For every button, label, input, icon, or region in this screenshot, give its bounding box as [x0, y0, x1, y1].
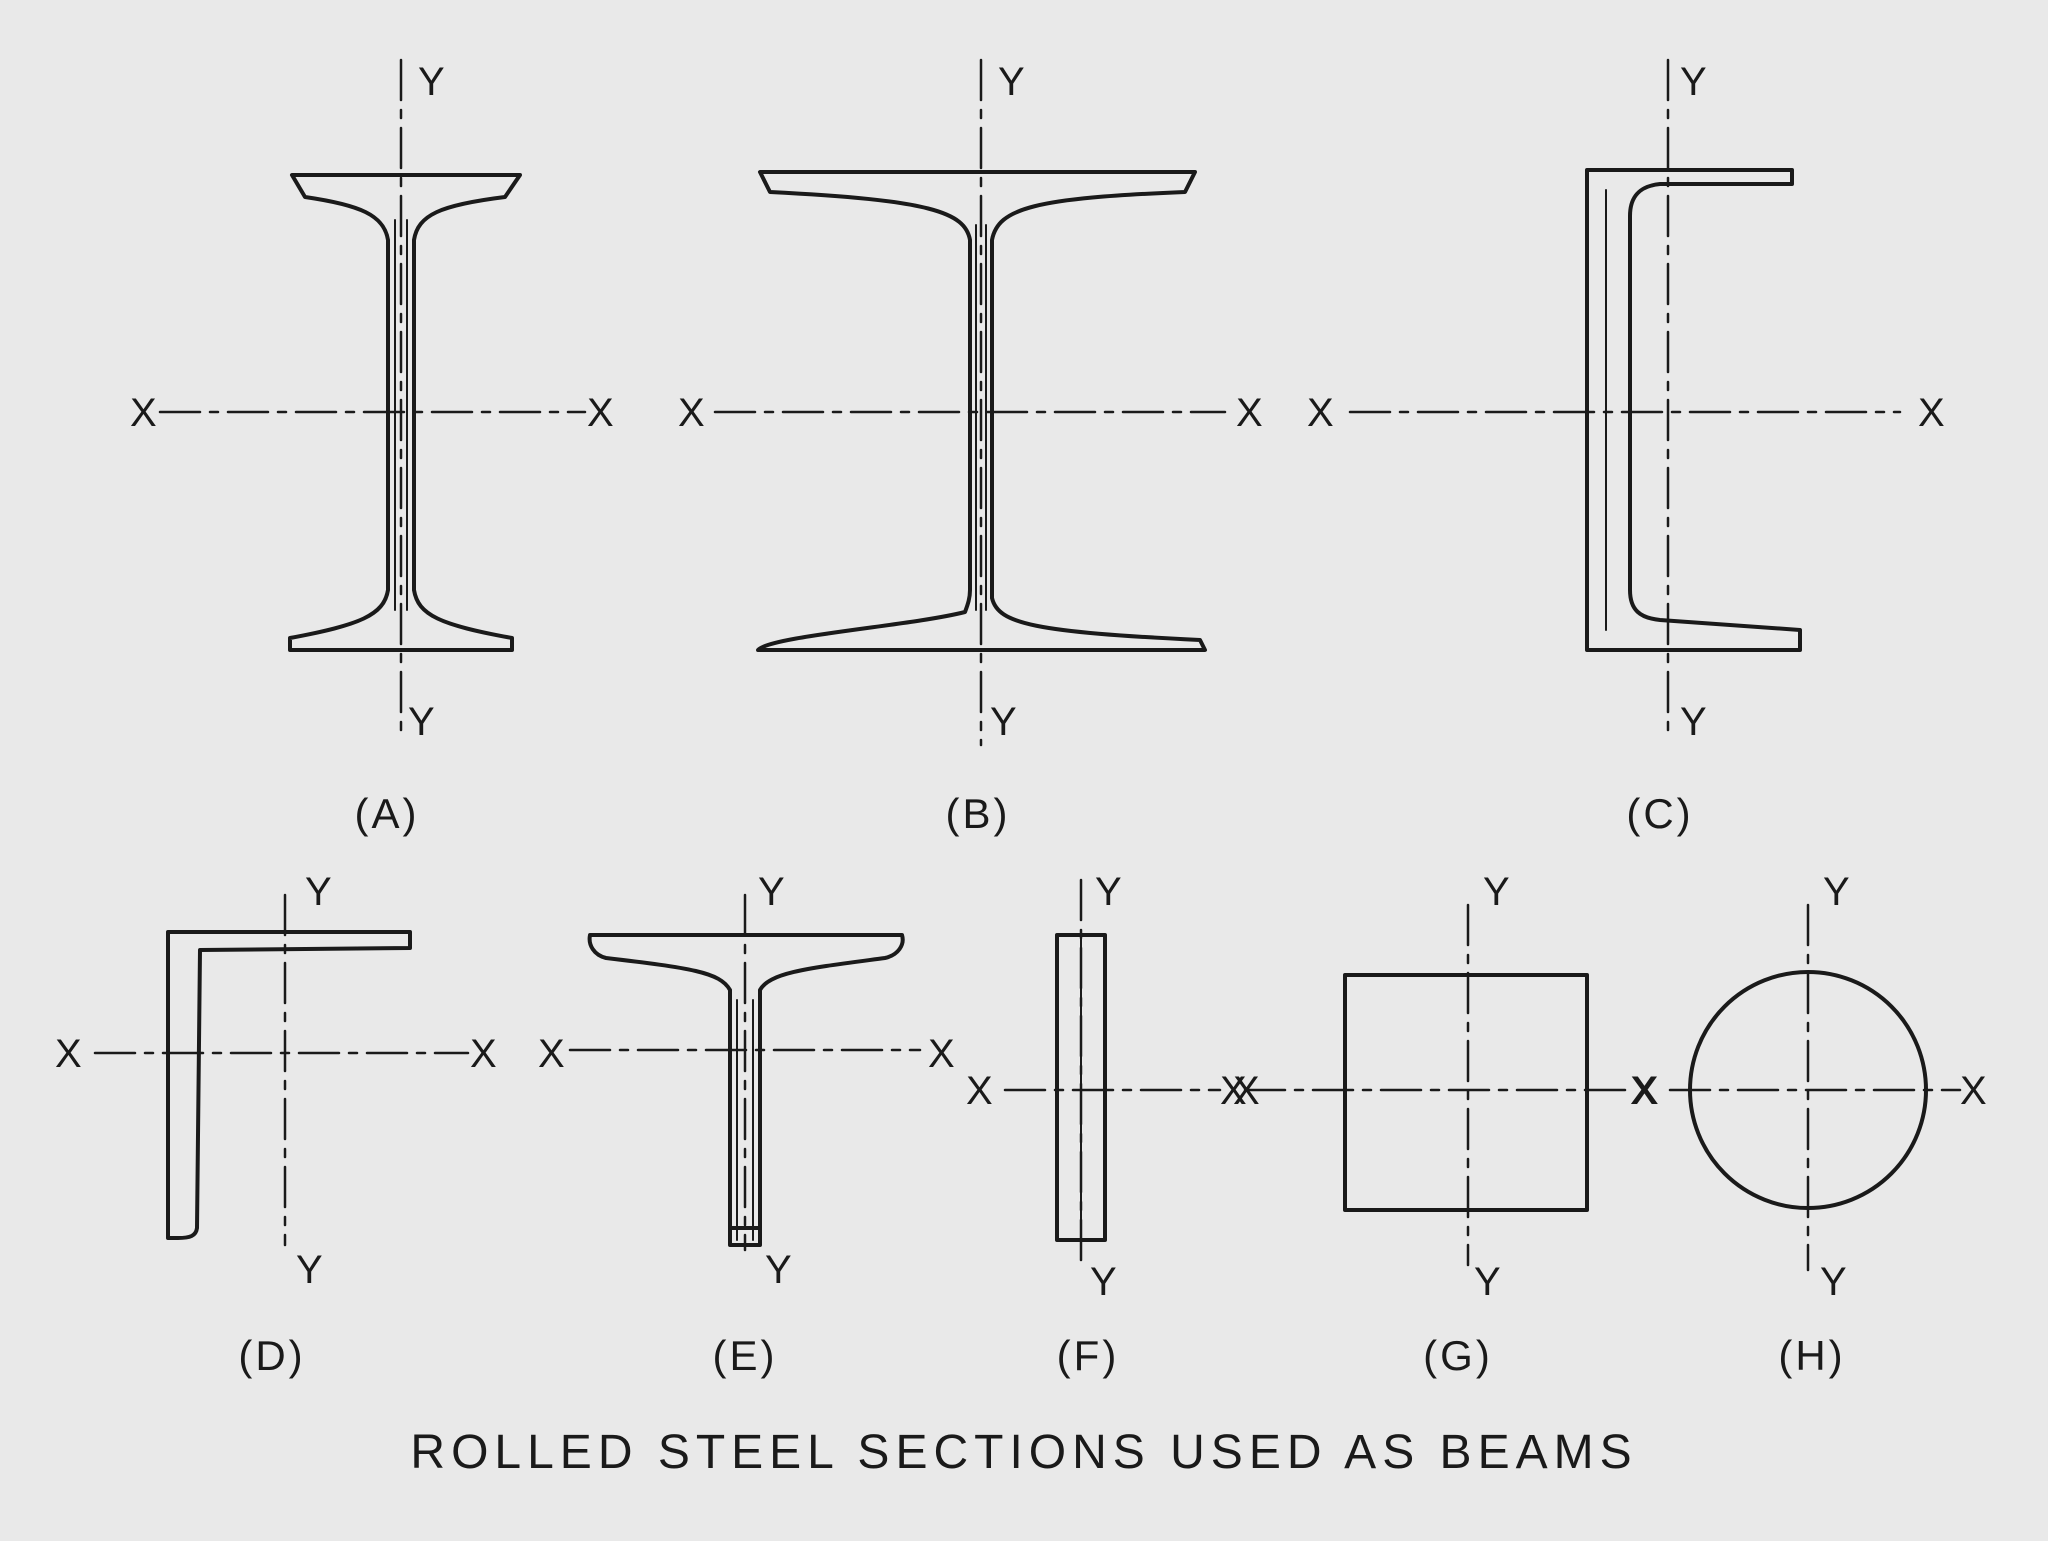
section-a-y-top: Y — [418, 60, 445, 104]
section-f-y-top: Y — [1095, 870, 1122, 914]
section-b-y-top: Y — [998, 60, 1025, 104]
section-label-a: (A) — [355, 790, 420, 837]
section-e-x-left: X — [538, 1032, 565, 1076]
section-g-shape — [1343, 973, 1589, 1212]
section-c-y-bottom: Y — [1680, 700, 1707, 744]
figure-caption: ROLLED STEEL SECTIONS USED AS BEAMS — [410, 1426, 1638, 1479]
section-b-y-bottom: Y — [990, 700, 1017, 744]
section-c-shape — [1585, 168, 1802, 652]
section-g-y-bottom: Y — [1474, 1260, 1501, 1304]
section-h-x-left: X — [1632, 1069, 1659, 1113]
section-a-x-left: X — [130, 391, 157, 435]
section-f-x-left: X — [966, 1069, 993, 1113]
section-e-shape — [587, 933, 905, 1247]
section-h-y-bottom: Y — [1820, 1260, 1847, 1304]
section-g-axes — [1243, 903, 1637, 1267]
section-label-e: (E) — [713, 1332, 778, 1379]
section-g-x-left: X — [1220, 1069, 1247, 1113]
section-h-axes — [1668, 903, 1962, 1272]
section-c-axes — [1348, 58, 1902, 742]
section-b-shape — [756, 170, 1207, 652]
section-labels: (A) (B) (C) (D) (E) (F) (G) (H) — [238, 790, 1845, 1379]
section-a-shape — [288, 173, 522, 652]
section-label-h: (H) — [1778, 1332, 1845, 1379]
section-e-x-right: X — [928, 1032, 955, 1076]
section-f-axes — [1003, 878, 1222, 1267]
section-g-x-right: X — [1630, 1069, 1657, 1113]
section-b-axes — [713, 58, 1227, 747]
section-label-c: (C) — [1626, 790, 1693, 837]
section-f-y-bottom: Y — [1090, 1260, 1117, 1304]
axis-letters: Y Y X X Y Y X X Y Y X X Y Y X X Y Y X X … — [55, 60, 1987, 1304]
section-e-y-bottom: Y — [765, 1248, 792, 1292]
section-d-x-left: X — [55, 1032, 82, 1076]
section-d-y-top: Y — [305, 870, 332, 914]
section-g-y-top: Y — [1483, 870, 1510, 914]
section-a-x-right: X — [587, 391, 614, 435]
section-a-axes — [158, 58, 587, 737]
section-c-x-right: X — [1918, 391, 1945, 435]
section-d-shape — [166, 930, 412, 1240]
section-e-axes — [568, 893, 922, 1252]
section-b-x-right: X — [1236, 391, 1263, 435]
section-d-axes — [93, 893, 470, 1247]
section-h-x-right: X — [1960, 1069, 1987, 1113]
section-label-b: (B) — [946, 790, 1011, 837]
section-h-y-top: Y — [1823, 870, 1850, 914]
section-c-x-left: X — [1307, 391, 1334, 435]
section-d-y-bottom: Y — [296, 1248, 323, 1292]
section-f-x-right: X — [1233, 1069, 1260, 1113]
section-d-x-right: X — [470, 1032, 497, 1076]
section-b-x-left: X — [678, 391, 705, 435]
section-e-y-top: Y — [758, 870, 785, 914]
section-a-y-bottom: Y — [408, 700, 435, 744]
section-c-y-top: Y — [1680, 60, 1707, 104]
section-label-d: (D) — [238, 1332, 305, 1379]
section-label-f: (F) — [1057, 1332, 1120, 1379]
section-label-g: (G) — [1423, 1332, 1493, 1379]
